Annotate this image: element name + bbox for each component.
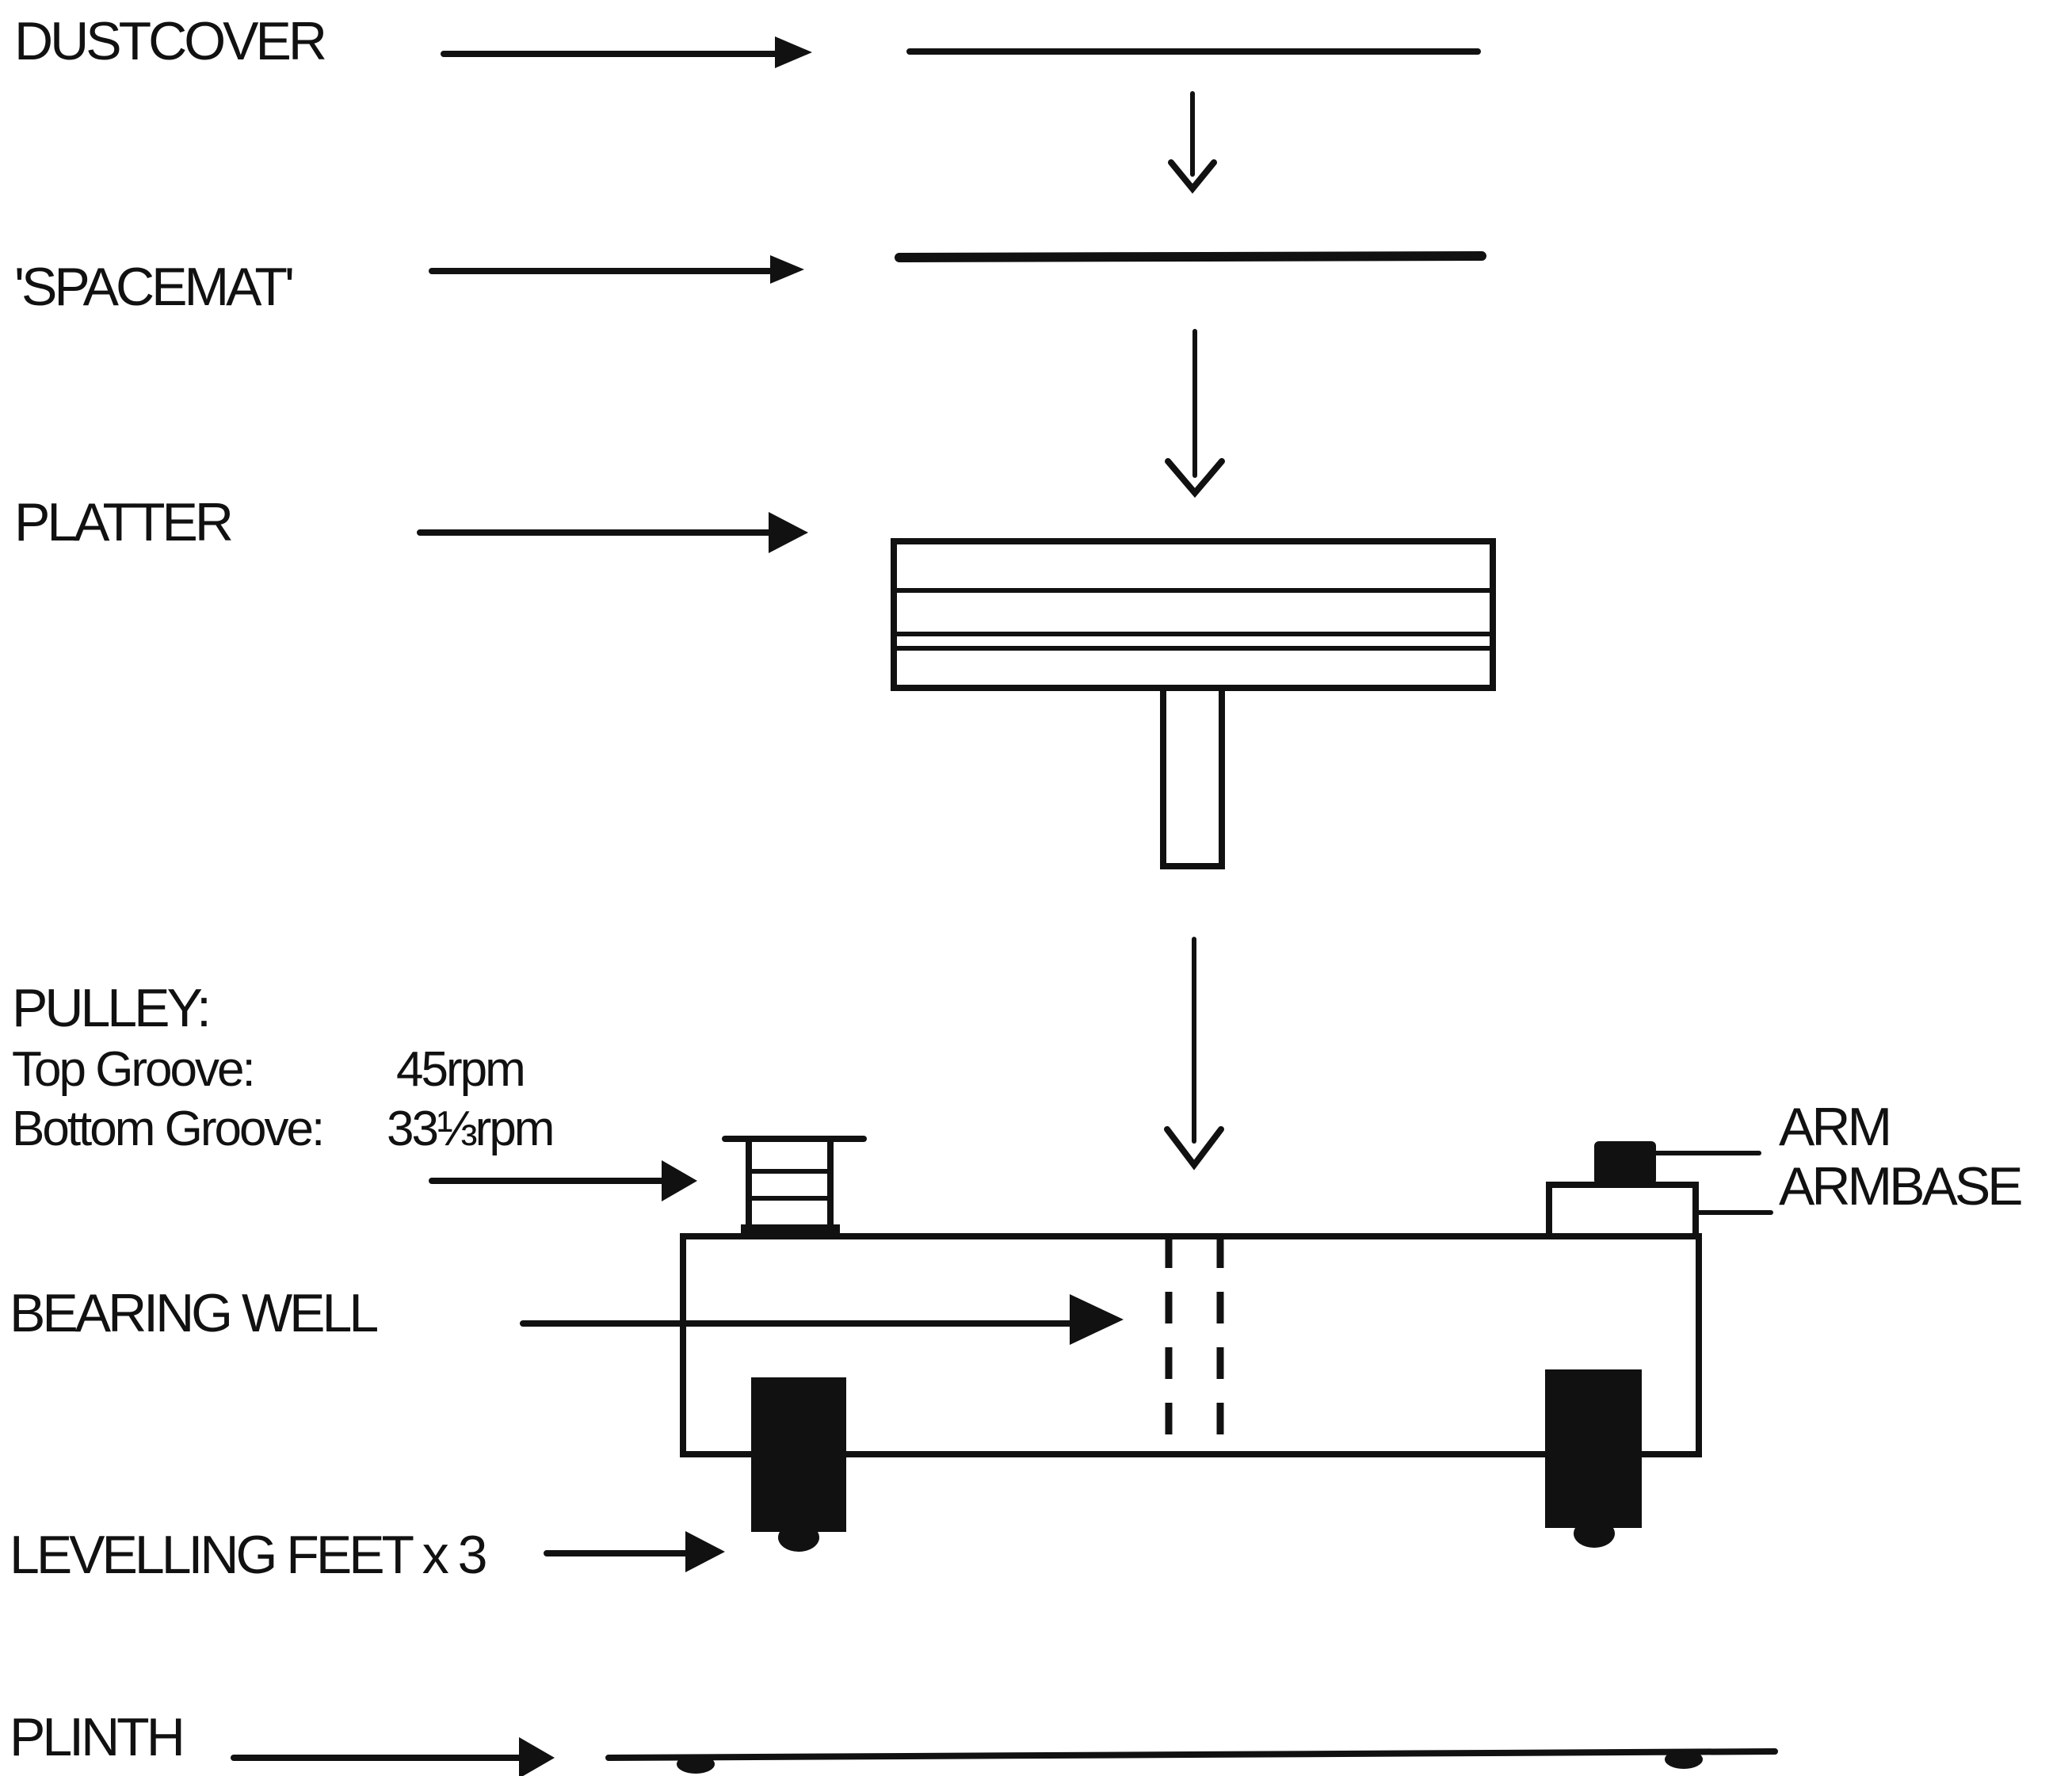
plinth-foot-left <box>677 1755 715 1774</box>
bearing-well-arrow <box>520 1294 1124 1345</box>
bottom-groove-label: Bottom Groove: <box>12 1102 322 1156</box>
levelling-feet-arrow <box>544 1531 725 1572</box>
pulley-label: PULLEY: <box>12 978 208 1038</box>
arm-label: ARM <box>1779 1097 1889 1157</box>
platter-arrow <box>417 512 808 553</box>
pulley <box>722 1136 867 1238</box>
armbase <box>1546 1182 1699 1239</box>
down-arrow-spacemat <box>1165 329 1225 498</box>
levelling-foot-right <box>1545 1369 1642 1548</box>
top-groove-speed: 45rpm <box>396 1042 524 1097</box>
down-arrow-platter <box>1164 937 1224 1171</box>
bottom-groove-speed: 33⅓rpm <box>387 1102 552 1156</box>
plinth-foot-right <box>1665 1750 1703 1769</box>
top-groove-label: Top Groove: <box>12 1042 254 1097</box>
spacemat-arrow <box>429 255 804 284</box>
platter <box>891 538 1496 691</box>
spacemat-label: 'SPACEMAT' <box>14 257 292 317</box>
chassis <box>680 1233 1702 1457</box>
down-arrow-dustcover <box>1168 91 1217 194</box>
plinth-label: PLINTH <box>10 1707 182 1767</box>
bearing-well <box>1165 1236 1224 1454</box>
armbase-label: ARMBASE <box>1779 1156 2021 1216</box>
platter-spindle <box>1160 685 1225 869</box>
levelling-foot-left <box>751 1377 846 1552</box>
bearing-well-label: BEARING WELL <box>10 1283 377 1343</box>
dustcover-label: DUSTCOVER <box>14 11 325 71</box>
spacemat-line <box>895 251 1486 262</box>
plinth-arrow <box>231 1737 555 1776</box>
plinth-line <box>605 1748 1778 1761</box>
dustcover-arrow <box>441 36 812 68</box>
platter-label: PLATTER <box>14 492 231 552</box>
pulley-arrow <box>429 1160 697 1201</box>
arm <box>1594 1141 1656 1185</box>
levelling-feet-label: LEVELLING FEET x 3 <box>10 1525 486 1585</box>
